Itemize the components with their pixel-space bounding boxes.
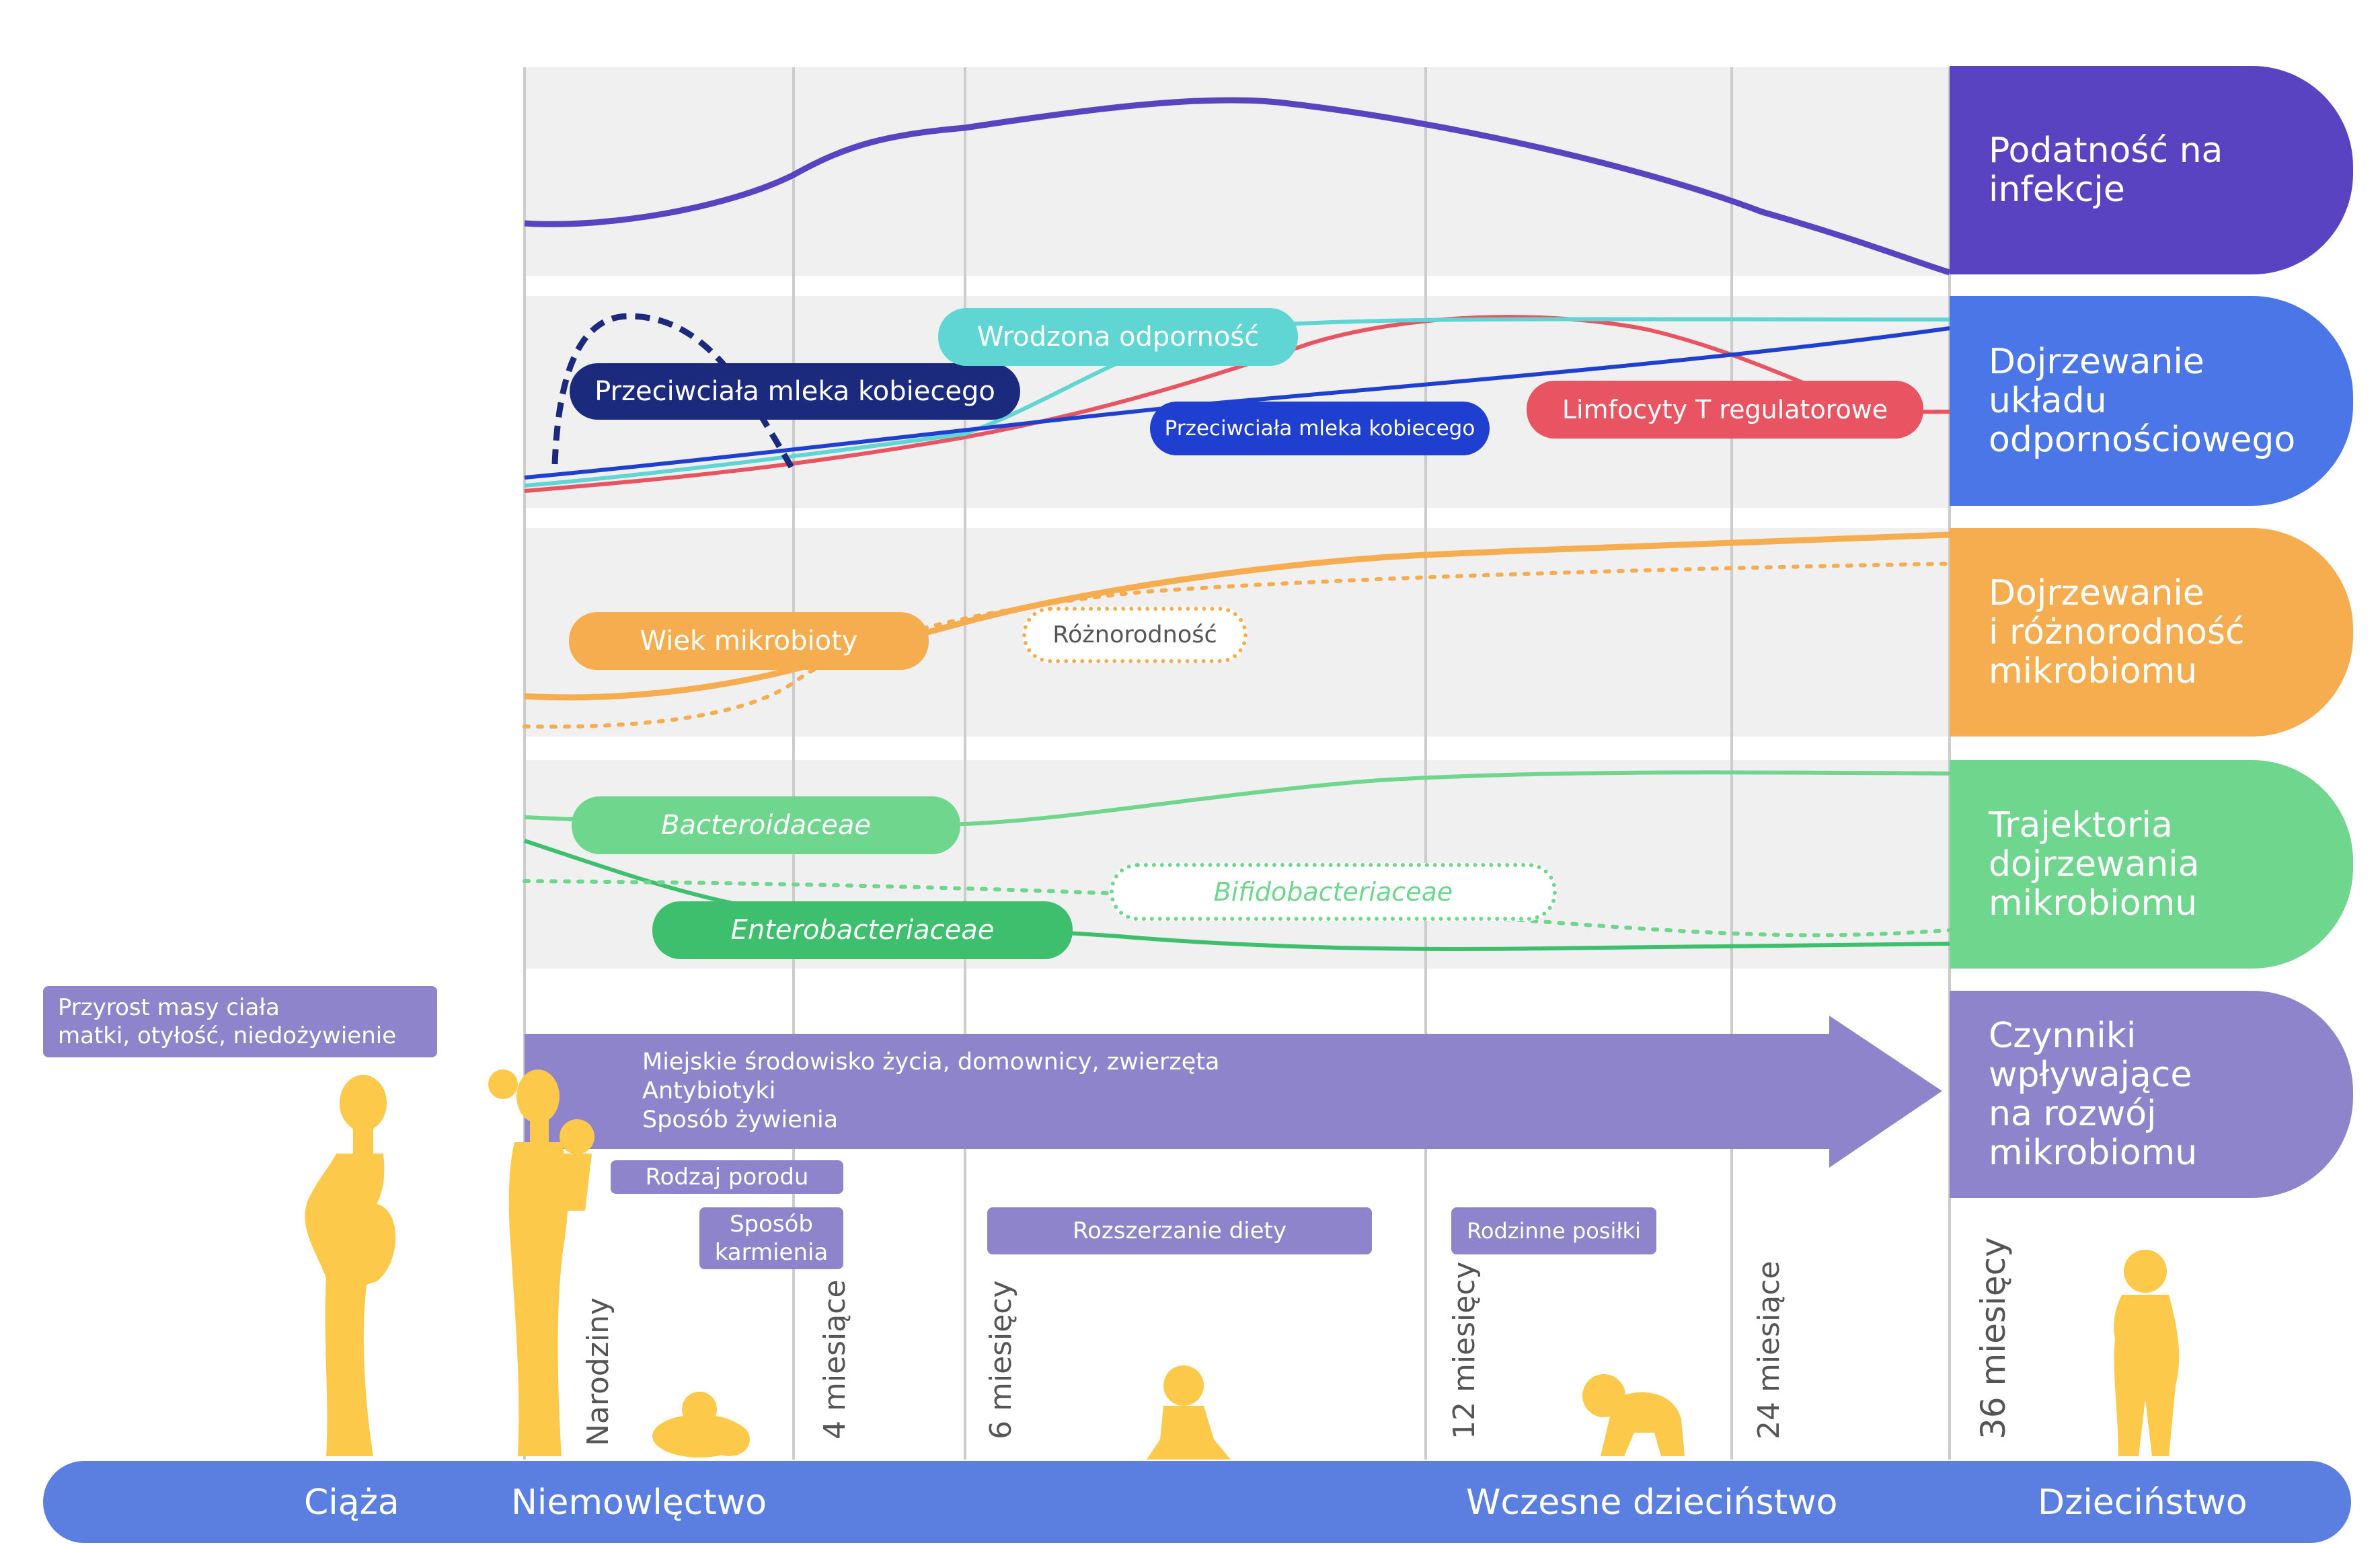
label-milk-antibodies-dark: Przeciwciała mleka kobiecego: [570, 363, 1020, 420]
box-diet-text: Rozszerzanie diety: [1072, 1217, 1287, 1244]
tab-factors-line-1: Czynniki: [1989, 1016, 2137, 1056]
tick-24-months: 24 miesiące: [1752, 1260, 1786, 1439]
arrow-line-antibiotics: Antybiotyki: [642, 1078, 776, 1104]
tab-microbiome-line-3: mikrobiomu: [1989, 651, 2198, 691]
mother-head: [516, 1069, 560, 1123]
timeline-axis: [43, 1461, 2351, 1543]
tab-microbiome-line-2: i różnorodność: [1989, 612, 2245, 652]
pregnant-woman-icon: [305, 1075, 396, 1456]
pregnant-woman-head: [340, 1075, 387, 1131]
phase-early-childhood: Wczesne dzieciństwo: [1466, 1482, 1838, 1523]
label-bacteroidaceae: Bacteroidaceae: [572, 796, 960, 854]
lying-infant-legs: [709, 1423, 750, 1456]
arrow-text: Miejskie środowisko życia, domownicy, zw…: [642, 1048, 1219, 1135]
tab-trajectory-line-1: Trajektoria: [1989, 805, 2173, 845]
sitting-baby-body: [1147, 1406, 1231, 1460]
tab-microbiome-factors[interactable]: Czynniki wpływające na rozwój mikrobiomu: [1950, 991, 2353, 1198]
box-maternal-line-2: matki, otyłość, niedożywienie: [58, 1022, 397, 1049]
sitting-baby-icon: [1147, 1365, 1231, 1460]
crawling-baby-icon: [1582, 1374, 1685, 1456]
curve-diversity: [523, 562, 1952, 729]
phase-childhood: Dzieciństwo: [2038, 1482, 2248, 1523]
tick-12-months: 12 miesięcy: [1447, 1261, 1482, 1439]
factors-arrow[interactable]: [525, 1016, 1942, 1168]
curve-bifidobacteriaceae: [523, 879, 1952, 938]
tick-6-months: 6 miesięcy: [984, 1280, 1018, 1439]
crawling-baby-body: [1601, 1392, 1685, 1456]
tab-immune-maturation[interactable]: Dojrzewanie układu odpornościowego: [1950, 296, 2353, 506]
tab-trajectory-line-2: dojrzewania: [1989, 844, 2200, 884]
mother-hair: [488, 1069, 518, 1099]
box-maternal-factors: Przyrost masy ciała matki, otyłość, nied…: [43, 986, 437, 1057]
mother-with-baby-icon: [488, 1069, 594, 1456]
tab-immune-line-1: Dojrzewanie: [1989, 342, 2204, 382]
tab-microbiome-line-1: Dojrzewanie: [1989, 573, 2204, 613]
label-microbiota-age: Wiek mikrobioty: [569, 612, 929, 670]
tab-infection-line-1: Podatność na: [1989, 130, 2223, 171]
pregnant-woman-body: [305, 1154, 396, 1456]
baby-in-arms-head: [560, 1119, 594, 1154]
tab-microbiome-diversity[interactable]: Dojrzewanie i różnorodność mikrobiomu: [1950, 528, 2353, 737]
label-enterobacteriaceae: Enterobacteriaceae: [652, 901, 1073, 959]
box-maternal-line-1: Przyrost masy ciała: [58, 994, 280, 1021]
box-feeding-line-2: karmienia: [714, 1239, 829, 1266]
box-feeding-mode: Sposób karmienia: [699, 1207, 843, 1269]
tick-36-months: 36 miesięcy: [1974, 1237, 2013, 1439]
tick-birth: Narodziny: [581, 1297, 615, 1446]
box-delivery-text: Rodzaj porodu: [645, 1164, 809, 1191]
mother-body: [508, 1142, 568, 1456]
tab-immune-line-3: odpornościowego: [1989, 420, 2296, 460]
box-delivery-mode: Rodzaj porodu: [611, 1160, 843, 1194]
standing-child-body: [2114, 1295, 2180, 1456]
tab-microbiome-trajectory[interactable]: Trajektoria dojrzewania mikrobiomu: [1950, 760, 2353, 969]
standing-child-icon: [2114, 1250, 2180, 1456]
phase-infancy: Niemowlęctwo: [511, 1482, 767, 1523]
tab-factors-line-3: na rozwój: [1989, 1094, 2157, 1134]
label-innate-immunity: Wrodzona odporność: [938, 308, 1298, 366]
baby-in-arms-body: [558, 1154, 592, 1211]
phase-pregnancy: Ciąża: [304, 1482, 399, 1523]
tab-factors-line-2: wpływające: [1989, 1055, 2192, 1095]
lying-infant-icon: [652, 1392, 750, 1458]
box-family-meals: Rodzinne posiłki: [1451, 1207, 1656, 1254]
label-diversity: Różnorodność: [1022, 607, 1247, 663]
sitting-baby-head: [1163, 1365, 1204, 1406]
tab-factors-line-4: mikrobiomu: [1989, 1133, 2198, 1173]
tab-immune-line-2: układu: [1989, 381, 2107, 421]
tab-infection-susceptibility[interactable]: Podatność na infekcje: [1950, 66, 2353, 274]
label-bifidobacteriaceae: Bifidobacteriaceae: [1110, 863, 1557, 921]
arrow-line-environment: Miejskie środowisko życia, domownicy, zw…: [642, 1049, 1220, 1076]
tab-trajectory-line-3: mikrobiomu: [1989, 883, 2198, 924]
label-treg: Limfocyty T regulatorowe: [1527, 381, 1923, 439]
tab-infection-line-2: infekcje: [1989, 169, 2125, 210]
tick-4-months: 4 miesiące: [818, 1279, 852, 1439]
curve-microbiota-age: [524, 531, 1950, 701]
box-diet-expansion: Rozszerzanie diety: [987, 1207, 1372, 1254]
box-family-meals-text: Rodzinne posiłki: [1467, 1218, 1641, 1244]
arrow-line-feeding: Sposób żywienia: [642, 1106, 839, 1133]
lying-infant-head: [682, 1392, 717, 1427]
standing-child-head: [2124, 1250, 2167, 1293]
pregnant-woman-neck: [353, 1127, 373, 1154]
box-feeding-line-1: Sposób: [729, 1211, 814, 1238]
label-milk-antibodies-blue: Przeciwciała mleka kobiecego: [1150, 402, 1490, 455]
curve-enterobacteriaceae: [524, 839, 1950, 952]
curve-infection-susceptibility: [524, 97, 1951, 276]
mother-neck: [530, 1117, 549, 1142]
